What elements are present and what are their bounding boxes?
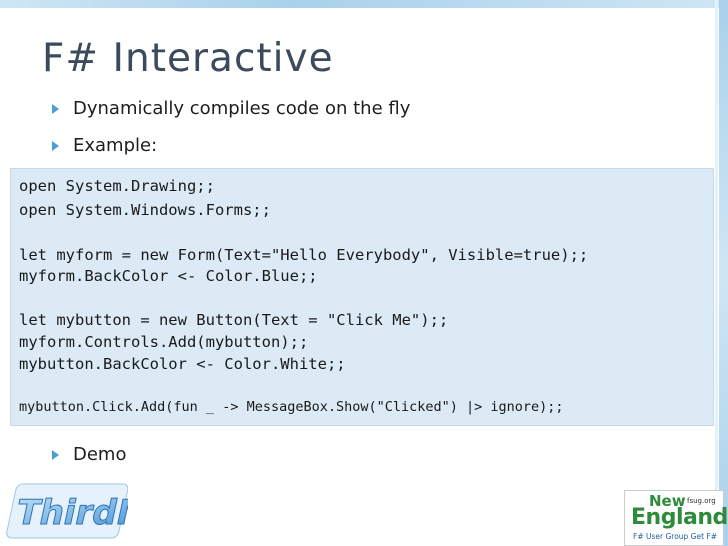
bullet-arrow-icon [52,103,59,114]
thirdm-logo: ThirdM [6,483,128,539]
bullet-item: Dynamically compiles code on the fly [52,98,410,119]
logo-text-site: fsug.org [687,497,716,505]
code-block: open System.Drawing;; open System.Window… [10,168,714,426]
code-line: open System.Windows.Forms;; [19,201,271,219]
logo-text-new: New [649,492,686,510]
code-line: open System.Drawing;; [19,177,215,195]
code-line: let mybutton = new Button(Text = "Click … [19,311,449,329]
bullet-text: Demo [73,444,127,465]
code-line: mybutton.BackColor <- Color.White;; [19,355,346,373]
bullet-item: Demo [52,444,126,465]
code-line: let myform = new Form(Text="Hello Everyb… [19,246,589,264]
bullet-arrow-icon [52,449,59,460]
logo-text-england: England [631,505,728,530]
bullet-text: Dynamically compiles code on the fly [73,98,411,119]
frame-top-border [0,0,728,8]
code-line: mybutton.Click.Add(fun _ -> MessageBox.S… [19,399,564,415]
new-england-fsug-logo: New fsug.org England F# User Group Get F… [624,490,728,546]
svg-text:ThirdM: ThirdM [13,493,128,533]
bullet-item: Example: [52,135,157,156]
bullet-text: Example: [73,135,158,156]
code-line: myform.Controls.Add(mybutton);; [19,333,309,351]
code-line: myform.BackColor <- Color.Blue;; [19,267,318,285]
bullet-arrow-icon [52,140,59,151]
frame-right-border [715,0,728,546]
slide-title: F# Interactive [42,36,334,81]
logo-text-subtitle: F# User Group Get F# [633,532,718,541]
